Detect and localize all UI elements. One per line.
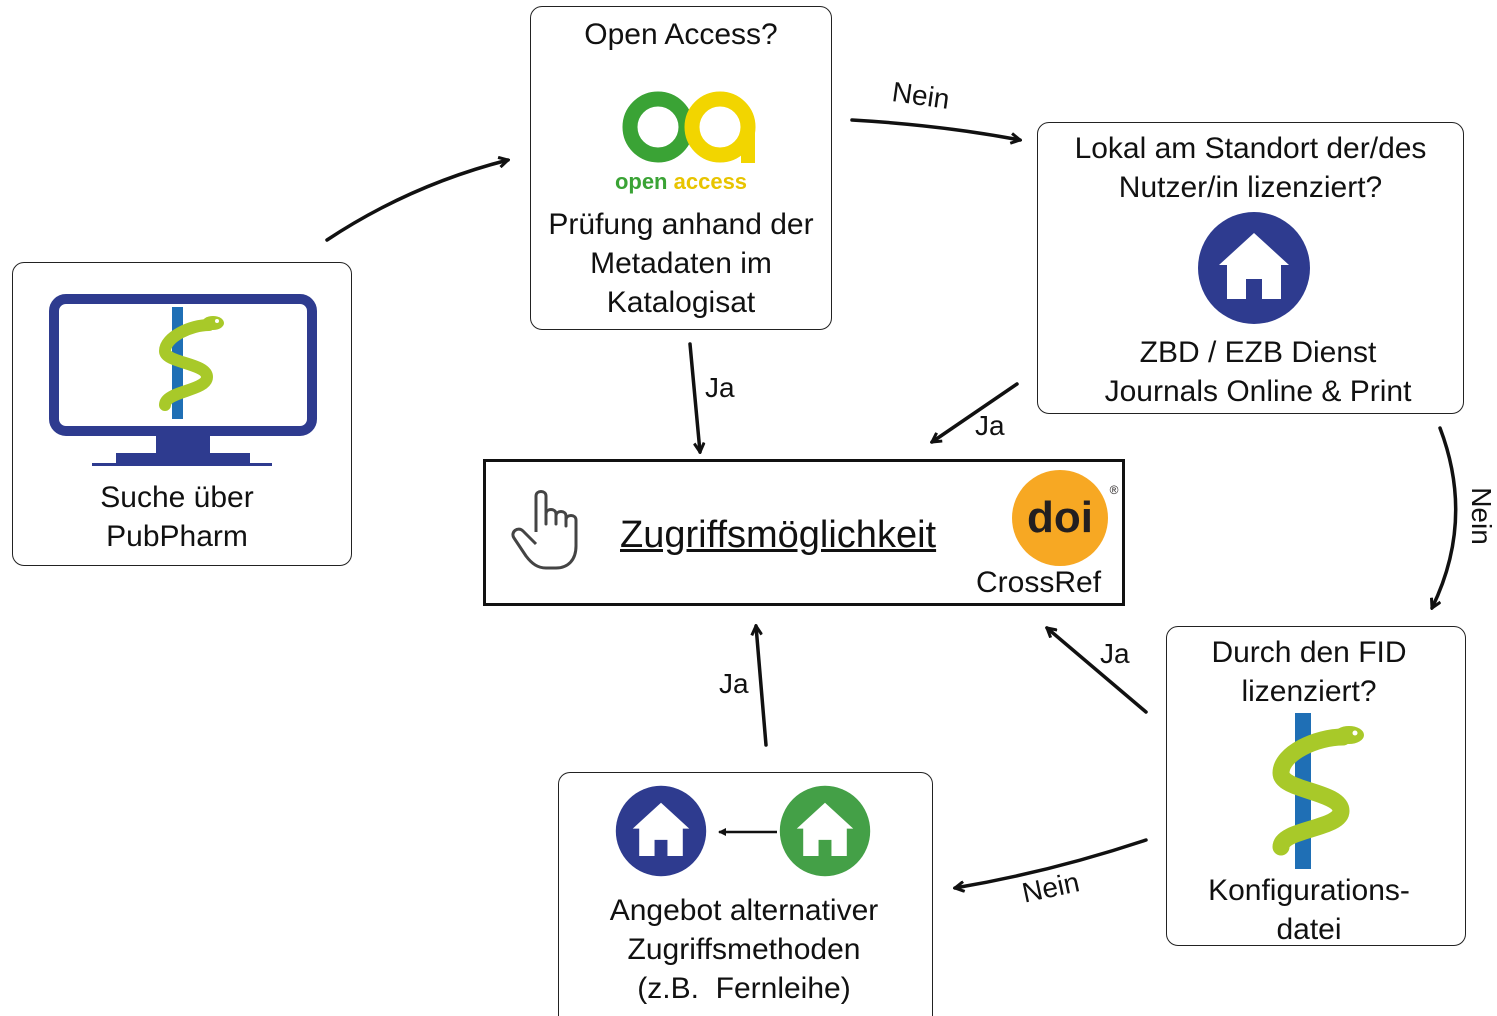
- arrow-alt-to-access: [756, 626, 768, 747]
- alternative-access-text-1: Angebot alternativer: [609, 894, 879, 927]
- doi-logo-text: doi: [1027, 493, 1093, 542]
- arrow-local-to-access: [932, 382, 1019, 444]
- pubpharm-logo-icon: [158, 307, 224, 419]
- search-box-label-1: Suche über: [100, 481, 254, 514]
- fid-license-question-1: Durch den FID: [1211, 636, 1407, 669]
- access-box[interactable]: Zugriffsmöglichkeit doi ® CrossRef: [483, 459, 1125, 606]
- pubpharm-logo-icon: [1272, 713, 1364, 869]
- edge-label-fid-yes: Ja: [1100, 638, 1130, 669]
- monitor-icon: [49, 294, 317, 466]
- small-arrow-icon: [718, 828, 777, 836]
- crossref-label: CrossRef: [976, 566, 1102, 599]
- arrow-oa-to-local: [850, 118, 1020, 140]
- local-license-service-1: ZBD / EZB Dienst: [1139, 336, 1377, 369]
- home-icon: [779, 785, 871, 877]
- search-box: Suche über PubPharm: [12, 262, 352, 566]
- doi-logo-icon: doi ®: [1012, 470, 1119, 566]
- doi-registered-mark: ®: [1110, 483, 1119, 497]
- open-access-question: Open Access?: [584, 18, 778, 51]
- local-license-service-2: Journals Online & Print: [1104, 375, 1412, 408]
- alternative-access-box: Angebot alternativer Zugriffsmethoden (z…: [558, 772, 933, 1016]
- open-access-logo-icon: [622, 91, 756, 163]
- access-title[interactable]: Zugriffsmöglichkeit: [620, 514, 937, 556]
- edge-label-local-no: Nein: [1465, 487, 1497, 545]
- fid-license-question-2: lizenziert?: [1241, 675, 1377, 708]
- edge-label-local-yes: Ja: [975, 410, 1005, 441]
- open-access-logo-word-access: access: [673, 169, 748, 194]
- arrow-search-to-oa: [325, 160, 508, 242]
- edge-label-alt-yes: Ja: [719, 668, 749, 699]
- edge-label-oa-yes: Ja: [705, 372, 735, 403]
- fid-license-config-1: Konfigurations-: [1208, 874, 1410, 907]
- open-access-desc-2: Metadaten im: [590, 247, 772, 280]
- open-access-desc-1: Prüfung anhand der: [548, 208, 814, 241]
- arrow-local-to-fid: [1432, 426, 1458, 608]
- local-license-box: Lokal am Standort der/des Nutzer/in lize…: [1037, 122, 1464, 414]
- local-license-question-1: Lokal am Standort der/des: [1074, 132, 1427, 165]
- home-icon: [1198, 212, 1310, 324]
- arrow-fid-to-alt: [955, 838, 1148, 888]
- alternative-access-text-3: (z.B. Fernleihe): [637, 972, 851, 1005]
- local-license-question-2: Nutzer/in lizenziert?: [1118, 171, 1383, 204]
- alternative-access-text-2: Zugriffsmethoden: [627, 933, 861, 966]
- arrow-fid-to-access: [1047, 628, 1148, 714]
- open-access-box: Open Access? open access Prüfung anhand …: [530, 6, 832, 330]
- fid-license-box: Durch den FID lizenziert? Konfigurations…: [1166, 626, 1466, 946]
- open-access-desc-3: Katalogisat: [606, 286, 756, 319]
- open-access-logo-word-open: open: [614, 169, 668, 194]
- arrow-oa-to-access: [688, 342, 700, 452]
- pointer-hand-icon: [511, 490, 578, 570]
- open-access-logo-text: open access: [531, 169, 831, 195]
- home-icon: [615, 785, 707, 877]
- search-box-label-2: PubPharm: [106, 520, 248, 553]
- fid-license-config-2: datei: [1276, 913, 1342, 946]
